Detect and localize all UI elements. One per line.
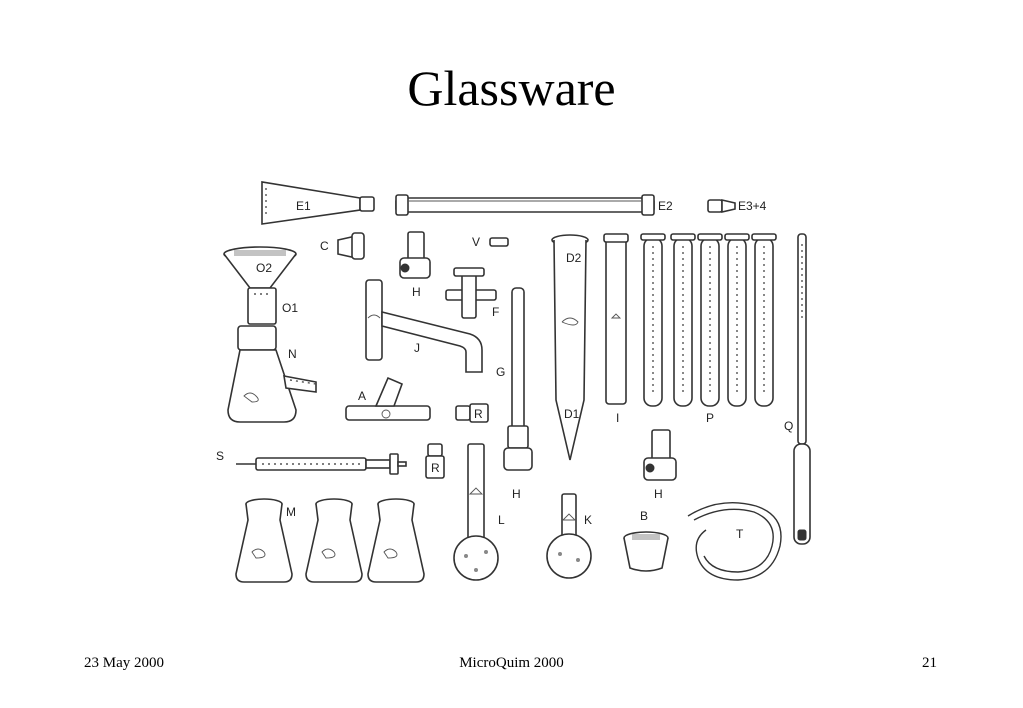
label-r-bottom: R — [431, 461, 440, 475]
item-f-stopcock — [445, 267, 497, 319]
item-r-top-stopper — [455, 403, 489, 423]
label-i: I — [616, 411, 619, 425]
item-s-syringe — [236, 453, 407, 475]
label-s: S — [216, 449, 224, 463]
label-e3-4: E3+4 — [738, 199, 767, 213]
slide-title: Glassware — [407, 60, 616, 116]
label-n: N — [288, 347, 297, 361]
label-b: B — [640, 509, 648, 523]
item-t-tubing — [687, 501, 782, 581]
label-p: P — [706, 411, 714, 425]
item-h-right-connector — [643, 429, 677, 481]
label-o2: O2 — [256, 261, 272, 275]
item-i-tube — [603, 233, 629, 405]
item-o1-adapter — [247, 287, 277, 325]
label-t: T — [736, 527, 744, 541]
item-g-condenser-tube — [503, 287, 533, 471]
item-n-filter-flask — [227, 325, 317, 423]
item-e3-4-adapter — [707, 198, 736, 214]
label-k: K — [584, 513, 592, 527]
item-e1-adapter — [261, 181, 375, 225]
item-m-erlenmeyer-flasks — [235, 498, 425, 583]
item-h-top-connector — [399, 231, 431, 279]
label-v: V — [472, 235, 480, 249]
item-p-graduated-tubes — [640, 233, 777, 407]
label-h-right: H — [654, 487, 663, 501]
item-e2-tube — [395, 194, 655, 216]
item-a-t-adapter — [345, 376, 431, 421]
label-o1: O1 — [282, 301, 298, 315]
label-m: M — [286, 505, 296, 519]
item-d-centrifuge-tube — [551, 234, 589, 461]
item-k-round-flask — [546, 493, 592, 579]
footer-conference: MicroQuim 2000 — [459, 655, 564, 671]
item-r-bottom-vial — [425, 443, 445, 479]
label-d2: D2 — [566, 251, 582, 265]
item-j-angled-adapter — [365, 279, 483, 373]
label-a: A — [358, 389, 366, 403]
item-v-piece — [489, 237, 509, 247]
label-h-top: H — [412, 285, 421, 299]
label-c: C — [320, 239, 329, 253]
label-q: Q — [784, 419, 793, 433]
label-l: L — [498, 513, 505, 527]
label-h-mid: H — [512, 487, 521, 501]
item-l-round-flask — [453, 443, 499, 581]
label-e2: E2 — [658, 199, 673, 213]
item-q-thermometer — [793, 233, 811, 545]
label-r-top: R — [474, 407, 483, 421]
label-e1: E1 — [296, 199, 311, 213]
item-c-stopper — [337, 232, 365, 260]
label-d1: D1 — [564, 407, 580, 421]
footer-slide-number: 21 — [922, 655, 937, 671]
label-g: G — [496, 365, 505, 379]
label-f: F — [492, 305, 499, 319]
item-b-crucible — [623, 531, 669, 572]
label-j: J — [414, 341, 420, 355]
footer-date: 23 May 2000 — [84, 655, 164, 671]
